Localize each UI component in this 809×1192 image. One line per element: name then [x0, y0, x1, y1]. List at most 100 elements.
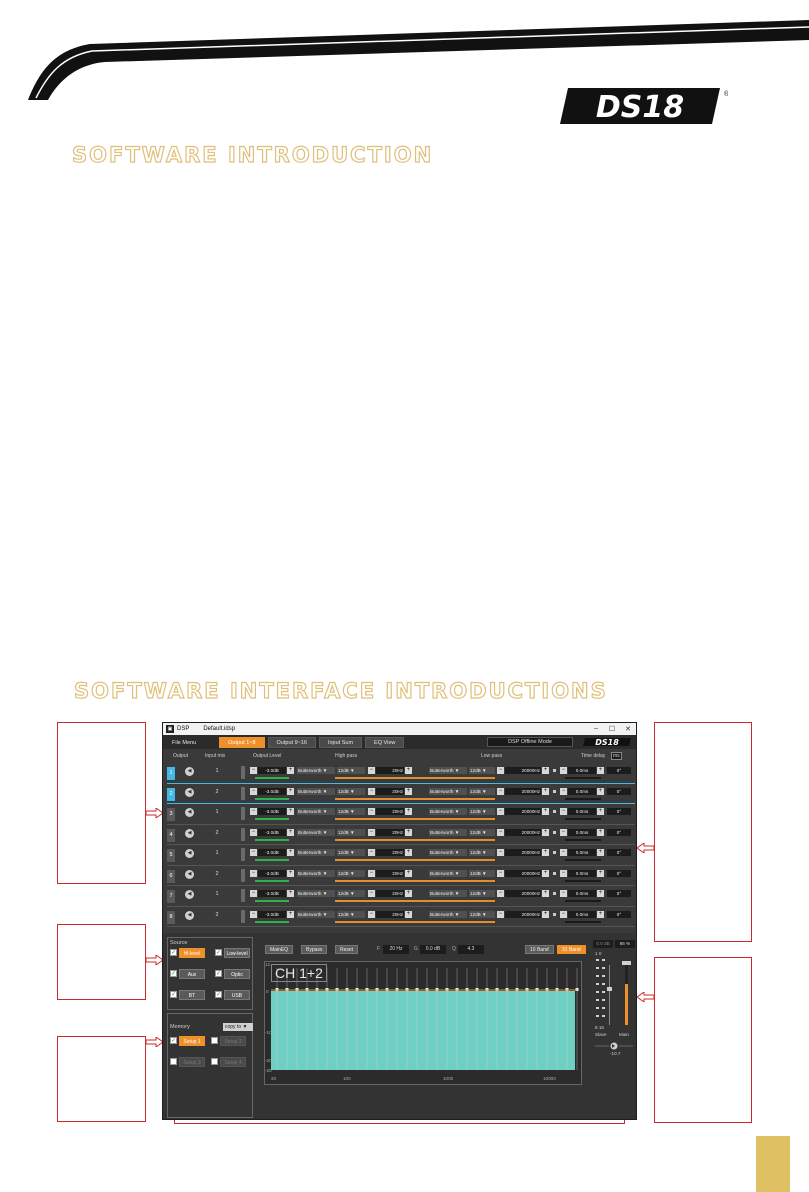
- lp-minus-button[interactable]: −: [497, 849, 504, 856]
- g-value-input[interactable]: 0.0 dB: [420, 945, 446, 954]
- source-bt-checkbox[interactable]: ✓: [170, 991, 177, 998]
- input-mix-value[interactable]: 2: [215, 870, 219, 877]
- lp-plus-button[interactable]: +: [542, 869, 549, 877]
- lp-slope-select[interactable]: 12dB ▼: [469, 828, 495, 836]
- q-value-input[interactable]: 4.3: [458, 945, 484, 954]
- level-plus-button[interactable]: +: [287, 808, 294, 815]
- tab-input-sum[interactable]: Input Sum: [318, 736, 363, 748]
- delay-link-indicator[interactable]: [553, 789, 556, 793]
- mute-speaker-icon[interactable]: ◀: [185, 787, 194, 797]
- lp-minus-button[interactable]: −: [497, 808, 504, 815]
- level-plus-button[interactable]: +: [287, 828, 294, 836]
- source-usb-checkbox[interactable]: ✓: [215, 991, 222, 998]
- lp-slope-select[interactable]: 12dB ▼: [469, 849, 495, 856]
- close-button[interactable]: ✕: [625, 726, 631, 733]
- input-mix-value[interactable]: 1: [215, 768, 219, 774]
- delay-value[interactable]: 0.0ms: [568, 828, 596, 836]
- level-minus-button[interactable]: −: [250, 849, 257, 856]
- output-number-button[interactable]: 5: [167, 849, 175, 862]
- delay-plus-button[interactable]: +: [597, 869, 604, 877]
- lp-slope-select[interactable]: 12dB ▼: [469, 869, 495, 877]
- delay-value[interactable]: 0.0ms: [568, 808, 596, 815]
- hp-plus-button[interactable]: +: [405, 808, 412, 815]
- delay-link-indicator[interactable]: [553, 912, 556, 916]
- lp-type-select[interactable]: Butterworth ▼: [429, 869, 467, 877]
- maximize-button[interactable]: ☐: [608, 726, 616, 733]
- output-number-button[interactable]: 1: [167, 767, 175, 780]
- lp-slope-select[interactable]: 12dB ▼: [469, 787, 495, 795]
- reset-button[interactable]: Reset: [335, 945, 359, 954]
- mute-speaker-icon[interactable]: ◀: [185, 808, 194, 817]
- delay-plus-button[interactable]: +: [597, 787, 604, 795]
- memory-setup-2-checkbox[interactable]: ✓: [211, 1037, 218, 1044]
- lp-plus-button[interactable]: +: [542, 808, 549, 815]
- source-optic-button[interactable]: Optic: [224, 969, 250, 979]
- delay-minus-button[interactable]: −: [560, 890, 567, 897]
- hp-freq-value[interactable]: 20Hz: [376, 890, 404, 897]
- phase-value[interactable]: 0°: [607, 828, 631, 836]
- output-number-button[interactable]: 6: [167, 869, 175, 883]
- level-plus-button[interactable]: +: [287, 849, 294, 856]
- hp-type-select[interactable]: Butterworth ▼: [297, 787, 335, 795]
- lp-plus-button[interactable]: +: [542, 767, 549, 774]
- tab-output-9-16[interactable]: Output 9~16: [267, 736, 316, 748]
- source-optic-checkbox[interactable]: ✓: [215, 970, 222, 977]
- hp-freq-value[interactable]: 20Hz: [376, 787, 404, 795]
- memory-setup-4-checkbox[interactable]: ✓: [211, 1058, 218, 1065]
- mute-speaker-icon[interactable]: ◀: [185, 767, 194, 776]
- mute-speaker-icon[interactable]: ◀: [185, 828, 194, 838]
- hp-minus-button[interactable]: −: [368, 787, 375, 795]
- phase-value[interactable]: 0°: [607, 808, 631, 815]
- speaker-icon[interactable]: [593, 1041, 635, 1051]
- level-minus-button[interactable]: −: [250, 869, 257, 877]
- source-usb-button[interactable]: USB: [224, 990, 250, 1000]
- lp-minus-button[interactable]: −: [497, 869, 504, 877]
- mute-speaker-icon[interactable]: ◀: [185, 910, 194, 920]
- hp-minus-button[interactable]: −: [368, 890, 375, 897]
- hp-plus-button[interactable]: +: [405, 910, 412, 918]
- lp-type-select[interactable]: Butterworth ▼: [429, 808, 467, 815]
- level-plus-button[interactable]: +: [287, 869, 294, 877]
- delay-link-indicator[interactable]: [553, 810, 556, 813]
- phase-value[interactable]: 0°: [607, 869, 631, 877]
- lp-plus-button[interactable]: +: [542, 890, 549, 897]
- hp-type-select[interactable]: Butterworth ▼: [297, 910, 335, 918]
- hp-type-select[interactable]: Butterworth ▼: [297, 828, 335, 836]
- lp-freq-value[interactable]: 20000Hz: [505, 787, 541, 795]
- memory-setup-1-button[interactable]: Setup 1: [179, 1036, 205, 1046]
- level-minus-button[interactable]: −: [250, 808, 257, 815]
- lp-freq-value[interactable]: 20000Hz: [505, 808, 541, 815]
- level-minus-button[interactable]: −: [250, 890, 257, 897]
- mute-speaker-icon[interactable]: ◀: [185, 890, 194, 899]
- level-plus-button[interactable]: +: [287, 767, 294, 774]
- lp-slope-select[interactable]: 12dB ▼: [469, 910, 495, 918]
- level-value[interactable]: -3.0dB: [258, 828, 286, 836]
- hp-type-select[interactable]: Butterworth ▼: [297, 767, 335, 774]
- hp-slope-select[interactable]: 12dB ▼: [337, 849, 365, 856]
- lp-type-select[interactable]: Butterworth ▼: [429, 828, 467, 836]
- delay-plus-button[interactable]: +: [597, 890, 604, 897]
- hp-slope-select[interactable]: 12dB ▼: [337, 869, 365, 877]
- level-plus-button[interactable]: +: [287, 787, 294, 795]
- mute-speaker-icon[interactable]: ◀: [185, 869, 194, 879]
- input-mix-value[interactable]: 1: [215, 891, 219, 897]
- lp-plus-button[interactable]: +: [542, 849, 549, 856]
- delay-plus-button[interactable]: +: [597, 849, 604, 856]
- hp-minus-button[interactable]: −: [368, 828, 375, 836]
- hp-slope-select[interactable]: 12dB ▼: [337, 828, 365, 836]
- minimize-button[interactable]: –: [594, 725, 598, 732]
- lp-freq-value[interactable]: 20000Hz: [505, 890, 541, 897]
- source-hi-level-button[interactable]: Hi-level: [179, 948, 205, 958]
- output-number-button[interactable]: 3: [167, 808, 175, 821]
- level-value[interactable]: -3.0dB: [258, 849, 286, 856]
- delay-value[interactable]: 0.0ms: [568, 910, 596, 918]
- delay-minus-button[interactable]: −: [560, 869, 567, 877]
- level-value[interactable]: -3.0dB: [258, 869, 286, 877]
- hp-slope-select[interactable]: 12dB ▼: [337, 767, 365, 774]
- hp-plus-button[interactable]: +: [405, 767, 412, 774]
- hp-minus-button[interactable]: −: [368, 849, 375, 856]
- hp-plus-button[interactable]: +: [405, 849, 412, 856]
- level-minus-button[interactable]: −: [250, 910, 257, 918]
- delay-link-indicator[interactable]: [553, 830, 556, 834]
- lp-slope-select[interactable]: 12dB ▼: [469, 890, 495, 897]
